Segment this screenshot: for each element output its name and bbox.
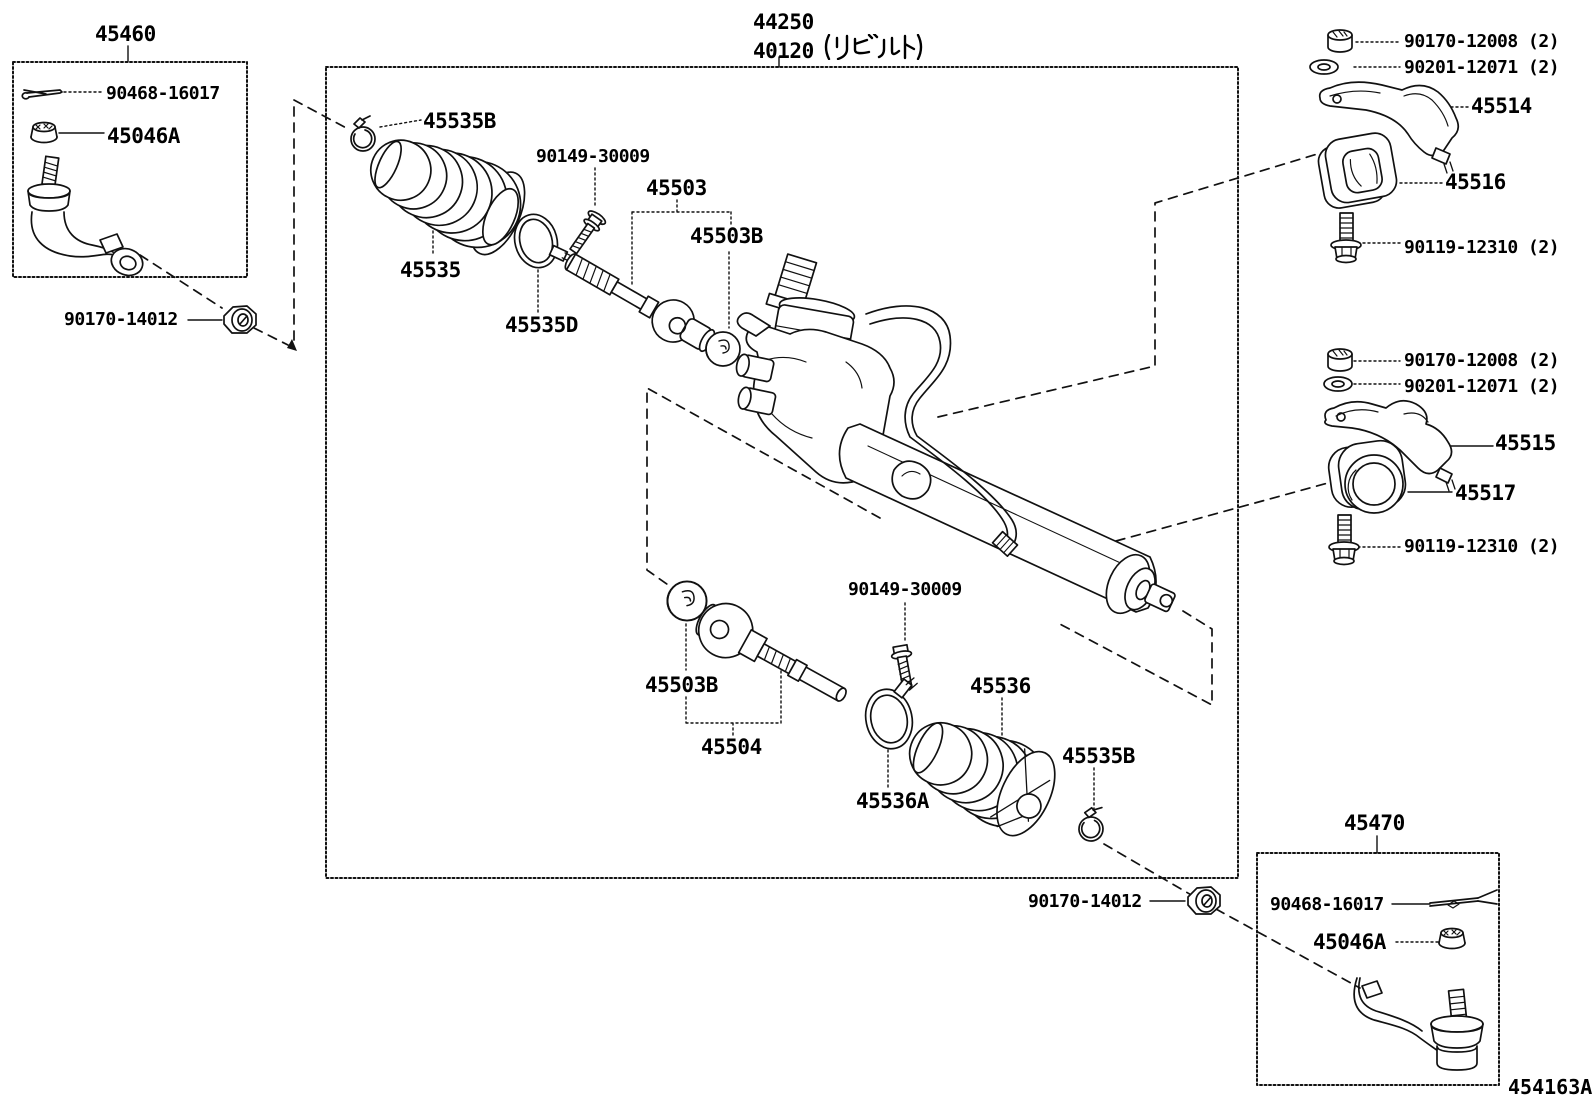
- connector-arrowhead: [287, 339, 297, 351]
- inner-tie-rod-45504: [695, 602, 847, 702]
- lock-nut-left-icon: [223, 305, 257, 334]
- callout-45504[interactable]: 45504: [701, 735, 762, 759]
- tie-rod-end-right: [1353, 977, 1484, 1071]
- callout-45516[interactable]: 45516: [1445, 170, 1506, 194]
- castle-nut-right-icon: [1438, 927, 1466, 950]
- katakana-rebuilt-note: [824, 34, 922, 60]
- callout-90170-14012-left[interactable]: 90170-14012: [64, 309, 178, 330]
- callout-90201-12071-lower[interactable]: 90201-12071 (2): [1404, 376, 1560, 397]
- callout-90468-right[interactable]: 90468-16017: [1270, 894, 1384, 915]
- callout-45536[interactable]: 45536: [970, 674, 1031, 698]
- boot-45536: [908, 722, 1056, 837]
- bushing-45517: [1327, 439, 1407, 514]
- callout-45470[interactable]: 45470: [1344, 811, 1405, 835]
- washer-lower-icon: [1323, 376, 1353, 392]
- callout-90201-12071-upper[interactable]: 90201-12071 (2): [1404, 57, 1560, 78]
- callout-45046A-right[interactable]: 45046A: [1313, 930, 1386, 954]
- boot-clamp-lower-icon: [1078, 806, 1104, 842]
- cotter-pin-right-icon: [1429, 889, 1498, 909]
- assembly-connector-lines: [139, 99, 1361, 989]
- callout-90149-lower[interactable]: 90149-30009: [848, 579, 962, 600]
- leader-lines-solid: [58, 132, 1494, 905]
- callout-45503B-lower[interactable]: 45503B: [645, 673, 718, 697]
- callout-45536A[interactable]: 45536A: [856, 789, 929, 813]
- sub-assembly-box-left: [12, 45, 248, 278]
- callout-45535D[interactable]: 45535D: [505, 313, 578, 337]
- callout-40120: 40120: [753, 39, 814, 63]
- boot-clamp-upper-icon: [350, 115, 376, 152]
- callout-90170-12008-lower[interactable]: 90170-12008 (2): [1404, 350, 1560, 371]
- set-screw-upper-icon: [569, 210, 607, 255]
- leader-lines: [63, 41, 1469, 943]
- lock-nut-right-icon: [1187, 886, 1221, 915]
- callout-45535B-lower[interactable]: 45535B: [1062, 744, 1135, 768]
- callout-45503[interactable]: 45503: [646, 176, 707, 200]
- callout-90149-upper[interactable]: 90149-30009: [536, 146, 650, 167]
- grommet-45516: [1317, 132, 1398, 209]
- steering-gear-assembly: [735, 253, 1176, 615]
- claw-washer-lower-icon: [666, 580, 708, 622]
- tie-rod-end-left: [27, 155, 144, 277]
- callout-90170-12008-upper[interactable]: 90170-12008 (2): [1404, 31, 1560, 52]
- callout-90468-left[interactable]: 90468-16017: [106, 83, 220, 104]
- callout-45515[interactable]: 45515: [1495, 431, 1556, 455]
- bracket-45514: [1318, 81, 1460, 174]
- clamp-ring-45536A: [864, 677, 918, 750]
- callout-45046A-left[interactable]: 45046A: [107, 124, 180, 148]
- callout-45517[interactable]: 45517: [1455, 481, 1516, 505]
- callout-90119-lower[interactable]: 90119-12310 (2): [1404, 536, 1560, 557]
- washer-upper-icon: [1309, 59, 1339, 75]
- sub-assembly-box-right: [1256, 835, 1500, 1086]
- bracket-45515: [1324, 399, 1456, 492]
- bolt-90119-upper-icon: [1330, 212, 1362, 264]
- main-assembly-box: [325, 56, 1239, 879]
- callout-45535B-upper[interactable]: 45535B: [423, 109, 496, 133]
- claw-washer-upper-icon: [705, 331, 741, 367]
- flange-nut-upper-icon: [1327, 29, 1353, 53]
- diagram-code: 454163A: [1508, 1075, 1592, 1099]
- callout-90119-upper[interactable]: 90119-12310 (2): [1404, 237, 1560, 258]
- callout-40120-rebuilt[interactable]: 40120: [753, 34, 926, 62]
- boot-45535: [369, 139, 526, 256]
- cotter-pin-left-icon: [21, 89, 63, 100]
- callout-45503B-upper[interactable]: 45503B: [690, 224, 763, 248]
- inner-tie-rod-45503: [564, 253, 716, 353]
- bolt-90119-lower-icon: [1328, 514, 1360, 566]
- callout-90170-14012-right[interactable]: 90170-14012: [1028, 891, 1142, 912]
- callout-44250[interactable]: 44250: [753, 10, 814, 34]
- callout-45460[interactable]: 45460: [95, 22, 156, 46]
- set-screw-lower-icon: [890, 643, 913, 690]
- flange-nut-lower-icon: [1327, 348, 1353, 372]
- castle-nut-left-icon: [30, 121, 58, 144]
- callout-45514[interactable]: 45514: [1471, 94, 1532, 118]
- callout-45535[interactable]: 45535: [400, 258, 461, 282]
